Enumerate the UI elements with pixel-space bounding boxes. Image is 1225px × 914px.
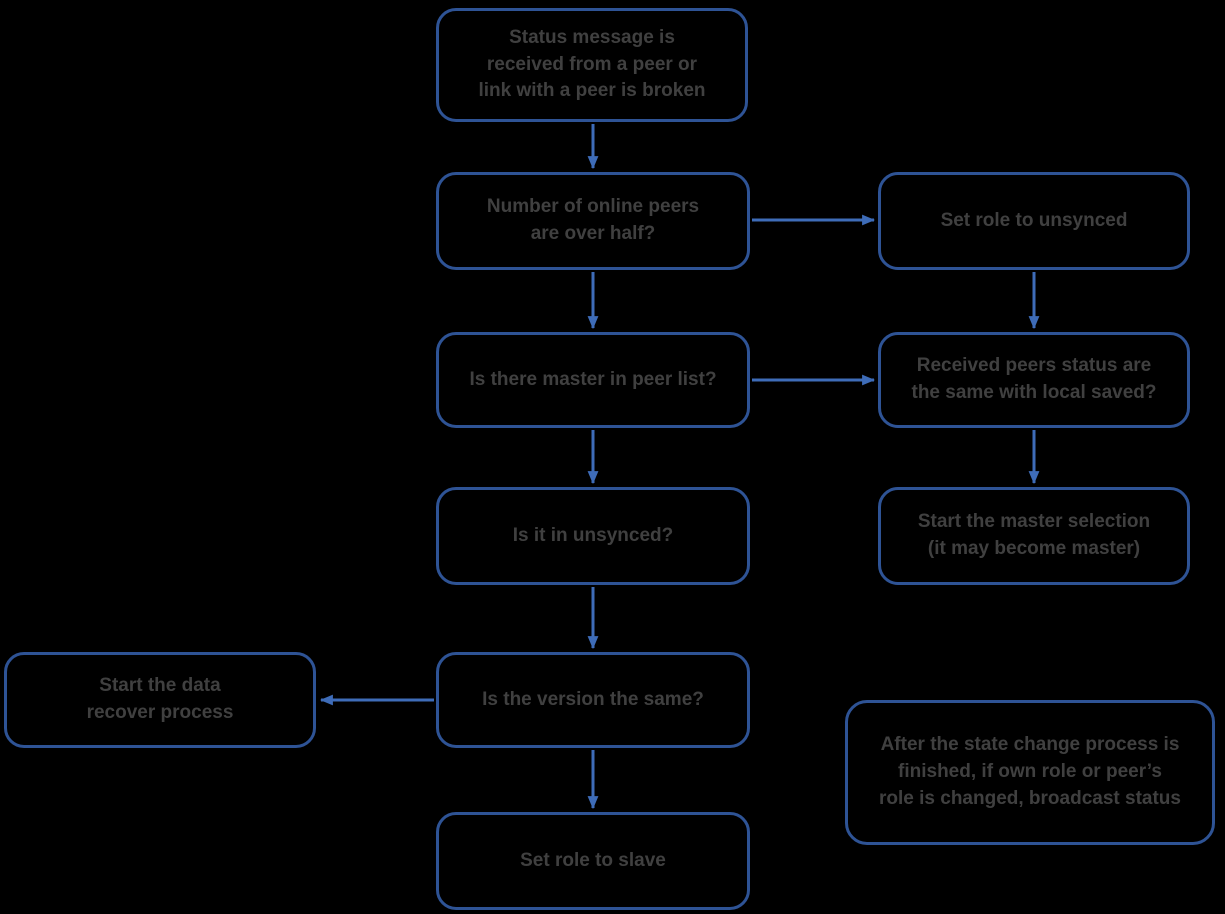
node-label: Received peers status are the same with … [911,355,1157,403]
node-status-message-received: Status message is received from a peer o… [436,8,748,122]
node-broadcast-status-note: After the state change process is finish… [845,700,1215,845]
node-set-role-slave: Set role to slave [436,812,750,910]
node-start-data-recover: Start the data recover process [4,652,316,748]
node-label: Status message is received from a peer o… [478,26,706,102]
node-label: Set role to unsynced [940,209,1128,231]
node-peers-over-half-decision: Number of online peers are over half? [436,172,750,270]
node-label: After the state change process is finish… [879,734,1181,809]
node-label: Is the version the same? [482,688,704,710]
node-version-same-decision: Is the version the same? [436,652,750,748]
node-label: Number of online peers are over half? [486,196,700,244]
node-label: Set role to slave [520,849,666,871]
node-label: Is it in unsynced? [512,524,674,546]
node-is-it-in-unsynced-decision: Is it in unsynced? [436,487,750,585]
node-label: Is there master in peer list? [469,368,717,390]
node-start-master-selection: Start the master selection (it may becom… [878,487,1190,585]
node-master-in-peer-list-decision: Is there master in peer list? [436,332,750,428]
node-label: Start the data recover process [86,675,234,723]
node-received-status-same-decision: Received peers status are the same with … [878,332,1190,428]
node-set-role-unsynced: Set role to unsynced [878,172,1190,270]
node-label: Start the master selection (it may becom… [917,511,1151,559]
